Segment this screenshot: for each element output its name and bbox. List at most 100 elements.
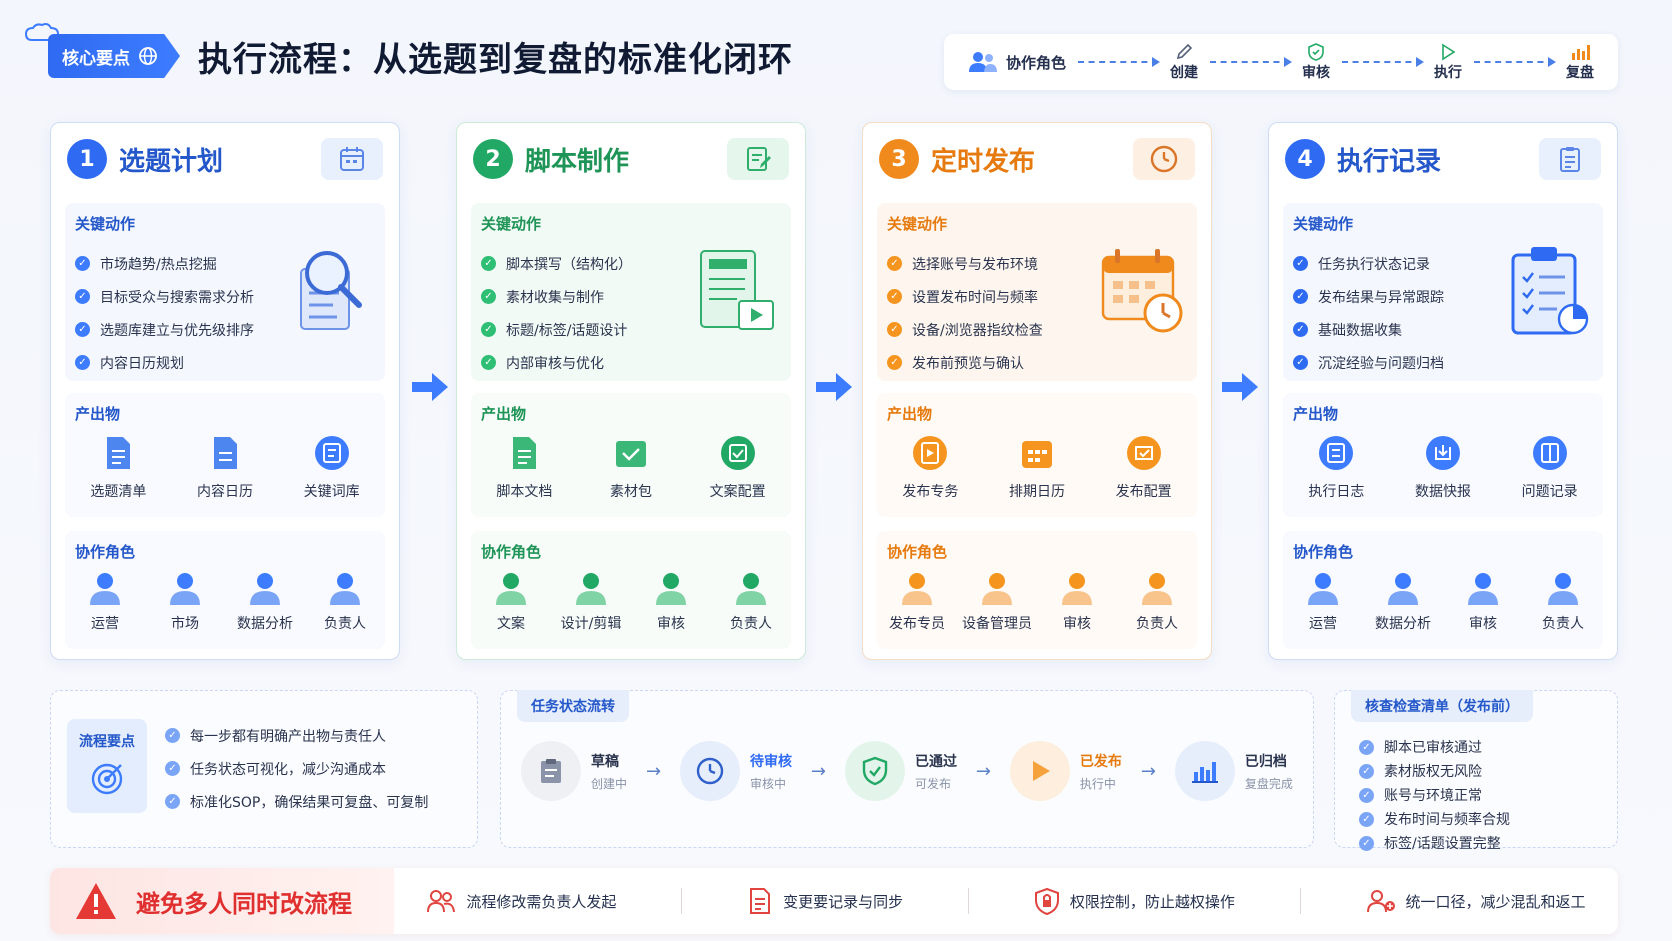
person-icon — [1548, 573, 1578, 605]
role-item: 负责人 — [305, 571, 385, 633]
output-item: 发布配置 — [1094, 433, 1194, 501]
clock-icon — [1133, 138, 1195, 180]
document-edit-icon — [750, 888, 771, 914]
list-item: ✓选题库建立与优先级排序 — [75, 313, 254, 346]
list-item: ✓设置发布时间与频率 — [887, 280, 1043, 313]
person-icon — [982, 573, 1012, 605]
key-actions-section: 关键动作 ✓市场趋势/热点挖掘 ✓目标受众与搜索需求分析 ✓选题库建立与优先级排… — [65, 203, 385, 381]
output-item: 文案配置 — [688, 433, 788, 501]
check-icon: ✓ — [165, 794, 180, 809]
pre-publish-checklist-panel: 核查检查清单（发布前） ✓脚本已审核通过 ✓素材版权无风险 ✓账号与环境正常 ✓… — [1334, 690, 1618, 852]
play-icon — [1009, 741, 1070, 801]
list-item: ✓脚本撰写（结构化） — [481, 247, 632, 280]
document-icon — [213, 437, 237, 469]
flow-arrow — [1474, 57, 1557, 67]
status-approved: 已通过可发布 — [844, 741, 957, 801]
person-icon — [170, 573, 200, 605]
step-number: 1 — [67, 139, 107, 179]
publish-config-icon — [1126, 436, 1161, 470]
output-item: 数据快报 — [1393, 433, 1493, 501]
clipboard-icon — [1539, 138, 1601, 180]
check-icon: ✓ — [1359, 739, 1374, 755]
output-item: 执行日志 — [1286, 433, 1386, 501]
check-icon: ✓ — [481, 256, 496, 271]
arrow-right-icon: → — [810, 760, 827, 782]
roles-section: 协作角色 运营 市场 数据分析 负责人 — [65, 531, 385, 649]
roles-section: 协作角色 运营 数据分析 审核 负责人 — [1283, 531, 1603, 649]
list-item: ✓素材版权无风险 — [1359, 759, 1510, 783]
role-item: 运营 — [1283, 571, 1363, 633]
output-item: 内容日历 — [175, 433, 275, 501]
shield-check-icon — [1308, 43, 1324, 61]
outputs-section: 产出物 执行日志 数据快报 问题记录 — [1283, 393, 1603, 517]
list-item: ✓标签/话题设置完整 — [1359, 831, 1510, 855]
clipboard-checklist-illustration-icon — [1511, 247, 1589, 335]
person-icon — [250, 573, 280, 605]
flow-item-review: 审核 — [1302, 42, 1330, 82]
output-item: 素材包 — [581, 433, 681, 501]
task-status-flow-tag: 任务状态流转 — [517, 690, 629, 722]
output-item: 问题记录 — [1500, 433, 1600, 501]
action-list: ✓任务执行状态记录 ✓发布结果与异常跟踪 ✓基础数据收集 ✓沉淀经验与问题归档 — [1293, 247, 1444, 379]
shield-check-icon — [844, 741, 905, 801]
output-item: 脚本文档 — [474, 433, 574, 501]
list-item: ✓发布前预览与确认 — [887, 346, 1043, 379]
status-published: 已发布执行中 — [1009, 741, 1122, 801]
publish-task-icon — [913, 436, 948, 470]
person-icon — [496, 573, 526, 605]
person-icon — [656, 573, 686, 605]
outputs-section: 产出物 脚本文档 素材包 文案配置 — [471, 393, 791, 517]
role-item: 市场 — [145, 571, 225, 633]
step-number: 2 — [473, 139, 513, 179]
check-icon: ✓ — [1359, 787, 1374, 803]
calendar-clock-illustration-icon — [1101, 249, 1183, 333]
role-item: 文案 — [471, 571, 551, 633]
step-number: 4 — [1285, 139, 1325, 179]
arrow-right-icon — [816, 373, 852, 401]
people-sync-icon — [1366, 890, 1395, 913]
check-icon: ✓ — [75, 355, 90, 370]
globe-icon — [139, 47, 157, 65]
role-item: 数据分析 — [1363, 571, 1443, 633]
check-icon: ✓ — [1359, 763, 1374, 779]
execution-log-icon — [1319, 436, 1354, 470]
checklist-list: ✓脚本已审核通过 ✓素材版权无风险 ✓账号与环境正常 ✓发布时间与频率合规 ✓标… — [1359, 735, 1510, 855]
list-item: ✓发布时间与频率合规 — [1359, 807, 1510, 831]
flow-arrow — [1078, 57, 1161, 67]
badge-label: 核心要点 — [62, 48, 130, 69]
action-list: ✓市场趋势/热点挖掘 ✓目标受众与搜索需求分析 ✓选题库建立与优先级排序 ✓内容… — [75, 247, 254, 379]
list-item: ✓标准化SOP，确保结果可复盘、可复制 — [165, 785, 428, 818]
key-actions-section: 关键动作 ✓脚本撰写（结构化） ✓素材收集与制作 ✓标题/标签/话题设计 ✓内部… — [471, 203, 791, 381]
role-item: 负责人 — [1523, 571, 1603, 633]
role-item: 发布专员 — [877, 571, 957, 633]
divider — [967, 888, 969, 914]
issue-record-icon — [1532, 436, 1567, 470]
check-icon: ✓ — [75, 322, 90, 337]
output-item: 排期日历 — [987, 433, 1087, 501]
schedule-calendar-icon — [1021, 441, 1052, 468]
process-points-box: 流程要点 — [67, 719, 147, 813]
magnifier-document-illustration-icon — [300, 251, 362, 330]
list-item: ✓基础数据收集 — [1293, 313, 1444, 346]
step-card-scheduled-publish: 3 定时发布 关键动作 ✓选择账号与发布环境 ✓设置发布时间与频率 ✓设备/浏览… — [862, 122, 1212, 660]
arrow-right-icon: → — [975, 760, 991, 782]
list-item: ✓每一步都有明确产出物与责任人 — [165, 719, 428, 752]
list-item: ✓素材收集与制作 — [481, 280, 632, 313]
keyword-library-icon — [314, 436, 349, 470]
clipboard-icon — [521, 741, 581, 801]
list-item: ✓发布结果与异常跟踪 — [1293, 280, 1444, 313]
role-flow-strip: 协作角色 创建 审核 执行 复盘 — [944, 34, 1618, 90]
list-item: ✓标题/标签/话题设计 — [481, 313, 632, 346]
output-item: 关键词库 — [282, 433, 382, 501]
team-icon — [427, 890, 456, 913]
person-icon — [330, 573, 360, 605]
flow-arrow — [1342, 57, 1425, 67]
role-item: 负责人 — [711, 571, 791, 633]
divider — [1299, 888, 1301, 914]
clock-icon — [679, 741, 740, 801]
document-list-icon — [107, 437, 131, 469]
check-icon: ✓ — [165, 761, 180, 776]
output-item: 发布专务 — [880, 433, 980, 501]
list-item: ✓脚本已审核通过 — [1359, 735, 1510, 759]
role-item: 设备管理员 — [957, 571, 1037, 633]
